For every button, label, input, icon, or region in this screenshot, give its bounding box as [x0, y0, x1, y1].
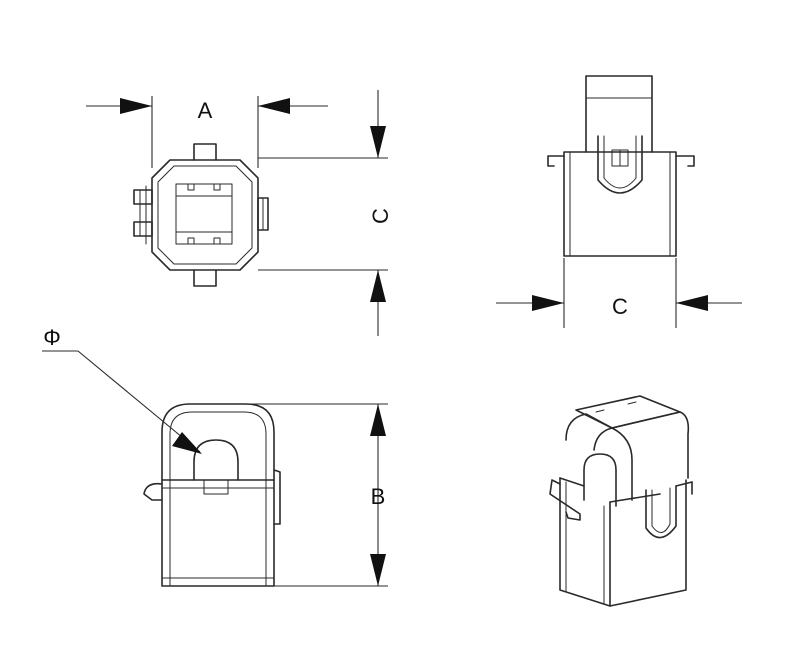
- dimension-b: B: [250, 403, 388, 587]
- side-view-open: [547, 75, 695, 257]
- top-view: [133, 143, 269, 287]
- dimension-c-vertical: C: [258, 90, 393, 336]
- dimension-a: A: [86, 96, 328, 168]
- label-a: A: [198, 98, 213, 123]
- label-c-horizontal: C: [612, 294, 628, 319]
- dimension-c-horizontal: C: [496, 258, 742, 328]
- front-view: [143, 403, 281, 587]
- label-b: B: [371, 484, 386, 509]
- label-c-vertical: C: [368, 208, 393, 224]
- dimension-phi: Φ: [42, 325, 202, 454]
- label-phi: Φ: [43, 325, 61, 350]
- isometric-view: [549, 395, 693, 607]
